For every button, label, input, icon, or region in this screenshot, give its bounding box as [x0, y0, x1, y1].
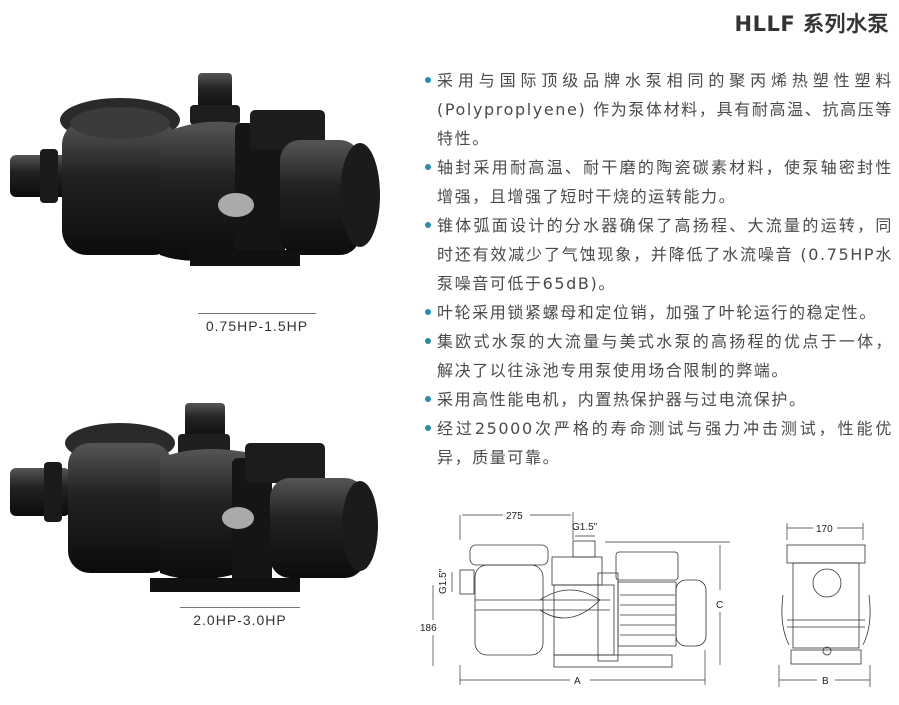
feature-item: 集欧式水泵的大流量与美式水泵的高扬程的优点于一体，解决了以往泳池专用泵使用场合限… — [425, 327, 893, 385]
product-caption: 0.75HP-1.5HP — [198, 313, 316, 334]
front-view-diagram: 170 B — [778, 523, 871, 687]
dim-outlet: G1.5" — [572, 522, 598, 533]
feature-item: 采用高性能电机，内置热保护器与过电流保护。 — [425, 385, 893, 414]
dim-overall-length: A — [574, 676, 581, 687]
pump-photo-large — [10, 403, 378, 592]
side-view-diagram: 275 G1.5" G1.5" 186 C A — [420, 511, 730, 687]
feature-item: 锥体弧面设计的分水器确保了高扬程、大流量的运转，同时还有效减少了气蚀现象，并降低… — [425, 211, 893, 298]
feature-list: 采用与国际顶级品牌水泵相同的聚丙烯热塑性塑料(Polyproplyene) 作为… — [425, 66, 893, 472]
dim-overall-height: C — [716, 600, 723, 611]
dim-width-top: 170 — [816, 524, 833, 535]
dim-inlet: G1.5" — [438, 568, 449, 594]
feature-item: 叶轮采用锁紧螺母和定位销，加强了叶轮运行的稳定性。 — [425, 298, 893, 327]
product-caption: 2.0HP-3.0HP — [180, 607, 300, 628]
page-title: HLLF 系列水泵 — [734, 12, 889, 36]
dim-inlet-height: 186 — [420, 623, 437, 634]
pump-photo-small — [10, 73, 380, 266]
dim-overall-width: B — [822, 676, 829, 687]
feature-item: 经过25000次严格的寿命测试与强力冲击测试，性能优异，质量可靠。 — [425, 414, 893, 472]
feature-item: 轴封采用耐高温、耐干磨的陶瓷碳素材料，使泵轴密封性增强，且增强了短时干烧的运转能… — [425, 153, 893, 211]
dim-length-top: 275 — [506, 511, 523, 522]
feature-item: 采用与国际顶级品牌水泵相同的聚丙烯热塑性塑料(Polyproplyene) 作为… — [425, 66, 893, 153]
